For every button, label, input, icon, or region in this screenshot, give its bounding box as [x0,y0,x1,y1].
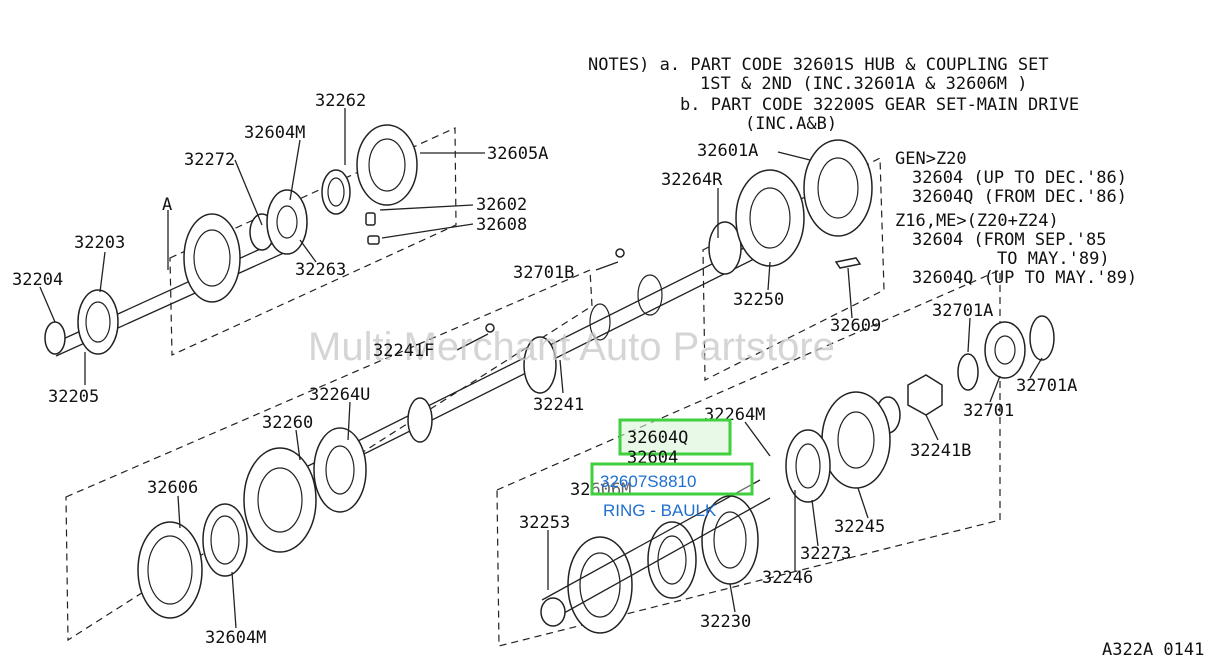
part-label-32602[interactable]: 32602 [476,195,527,215]
part-label-32253[interactable]: 32253 [519,513,570,533]
input-shaft-assembly [44,124,418,357]
variant-gen-row-2: 32604Q (FROM DEC.'86) [912,187,1127,207]
variant-gen-header: GEN>Z20 [895,149,967,169]
part-label-a: A [162,195,172,215]
part-label-32246[interactable]: 32246 [762,568,813,588]
leader-lines [39,108,1043,629]
lower-left-group-box [65,269,593,642]
part-label-32604q[interactable]: 32604Q [627,428,688,448]
diagram-code: A322A 0141 [1102,640,1204,660]
lower-left-gears [137,397,433,619]
part-label-32608[interactable]: 32608 [476,215,527,235]
part-label-32205[interactable]: 32205 [48,387,99,407]
lower-right-group-box [496,269,1001,647]
part-label-32605a[interactable]: 32605A [487,144,548,164]
tooltip-ring-baulk: RING - BAULK [603,501,717,520]
part-label-32607s8810[interactable]: 32607S8810 [600,472,696,491]
variant-z16-header: Z16,ME>(Z20+Z24) [895,211,1059,231]
part-label-32264u[interactable]: 32264U [309,385,370,405]
variant-notes: GEN>Z20 32604 (UP TO DEC.'86) 32604Q (FR… [895,149,1137,288]
variant-gen-row-1: 32604 (UP TO DEC.'86) [912,168,1127,188]
part-label-32606[interactable]: 32606 [147,478,198,498]
part-label-32245[interactable]: 32245 [834,517,885,537]
part-label-32701b[interactable]: 32701B [513,263,574,283]
part-label-32241[interactable]: 32241 [533,395,584,415]
part-label-32241f[interactable]: 32241F [373,341,434,361]
part-labels: 32262 32604M 32605A 32272 32602 32608 A … [12,91,1077,648]
part-label-32273[interactable]: 32273 [800,544,851,564]
part-label-32701a-top[interactable]: 32701A [932,301,993,321]
part-label-32604m-bottom[interactable]: 32604M [205,628,266,648]
part-label-32272[interactable]: 32272 [184,150,235,170]
highlight-32604q[interactable]: 32604Q [618,418,732,456]
part-label-32609[interactable]: 32609 [830,316,881,336]
part-label-32701a-right[interactable]: 32701A [1016,376,1077,396]
part-label-32264r[interactable]: 32264R [661,170,723,190]
variant-z16-row-3: 32604Q (UP TO MAY.'89) [912,268,1137,288]
part-label-32241b[interactable]: 32241B [910,441,971,461]
part-label-32263[interactable]: 32263 [295,260,346,280]
lower-right-gears [540,315,1055,634]
notes-line-4: (INC.A&B) [745,114,837,134]
part-label-32260[interactable]: 32260 [262,413,313,433]
notes-line-2: 1ST & 2ND (INC.32601A & 32606M ) [700,74,1028,94]
part-label-32604m-top[interactable]: 32604M [244,123,305,143]
part-label-32262[interactable]: 32262 [315,91,366,111]
variant-z16-row-2: TO MAY.'89) [997,249,1110,269]
main-shaft [299,139,873,485]
notes-block: NOTES) a. PART CODE 32601S HUB & COUPLIN… [588,55,1079,134]
notes-line-1: NOTES) a. PART CODE 32601S HUB & COUPLIN… [588,55,1049,75]
part-label-32203[interactable]: 32203 [74,233,125,253]
variant-z16-row-1: 32604 (FROM SEP.'85 [912,230,1106,250]
part-label-32250[interactable]: 32250 [733,290,784,310]
highlight-32607s8810[interactable]: 32607S8810 [590,462,754,496]
part-label-32601a[interactable]: 32601A [697,141,758,161]
part-label-32701[interactable]: 32701 [963,401,1014,421]
notes-line-3: b. PART CODE 32200S GEAR SET-MAIN DRIVE [680,95,1079,115]
part-label-32230[interactable]: 32230 [700,612,751,632]
part-label-32204[interactable]: 32204 [12,270,63,290]
watermark: Multi Merchant Auto Partstore [308,325,835,369]
